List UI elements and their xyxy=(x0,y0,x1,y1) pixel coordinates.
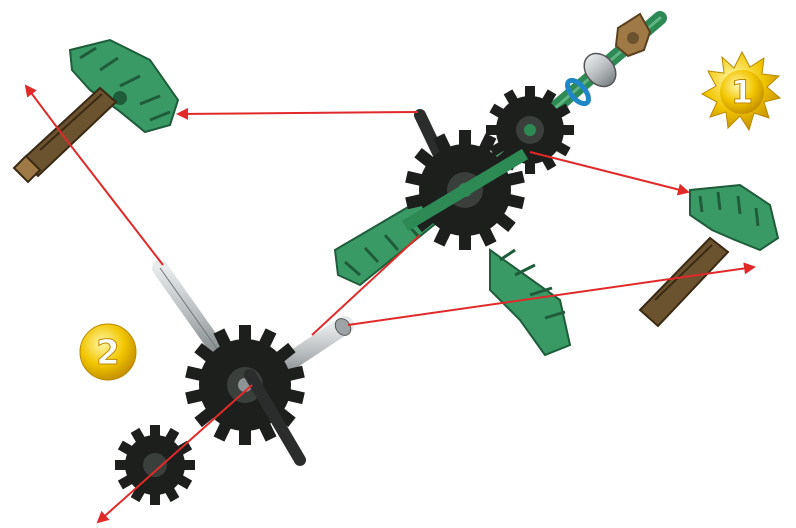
tan-clip xyxy=(616,14,650,56)
arrow-brown-top-left xyxy=(26,86,68,142)
step-2-badge: 2 xyxy=(80,324,136,380)
step-2-label: 2 xyxy=(96,333,120,373)
arrow-to-top-left-connector xyxy=(178,112,418,114)
arrow-brown-to-grey-rod xyxy=(68,142,163,265)
step-1-badge: 1 xyxy=(702,52,780,130)
green-connector-right xyxy=(690,185,778,250)
arrow-to-bottom xyxy=(98,385,252,522)
step-1-label: 1 xyxy=(731,73,753,111)
arrow-to-right-connector xyxy=(530,152,688,192)
grey-rod-angled xyxy=(160,268,225,360)
brown-connector-top-left xyxy=(14,88,116,182)
small-gear-lower xyxy=(115,425,195,505)
